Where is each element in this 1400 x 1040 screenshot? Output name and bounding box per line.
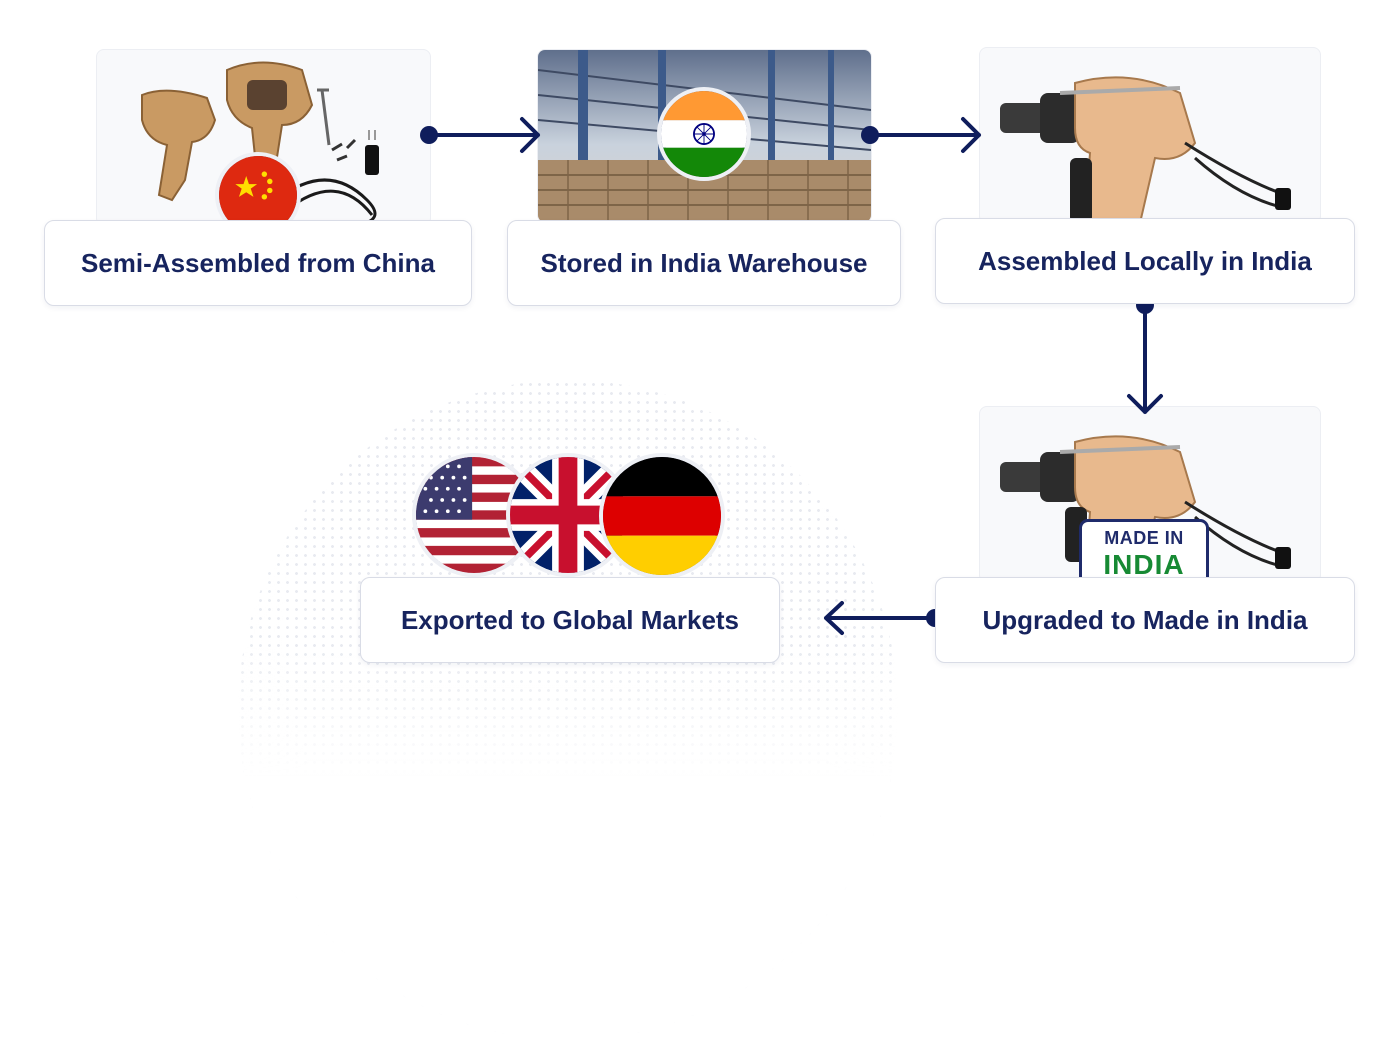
step-label-assembled: Assembled Locally in India bbox=[935, 218, 1355, 304]
germany-flag-icon bbox=[599, 453, 725, 579]
step-label-text: Assembled Locally in India bbox=[978, 245, 1312, 276]
badge-line-1: MADE IN bbox=[1104, 528, 1184, 548]
arrow-upgrade-to-export bbox=[824, 601, 944, 635]
step-label-warehouse: Stored in India Warehouse bbox=[507, 220, 901, 306]
step-label-exported: Exported to Global Markets bbox=[360, 577, 780, 663]
step-label-text: Stored in India Warehouse bbox=[540, 247, 868, 278]
badge-line-2: INDIA bbox=[1103, 549, 1185, 580]
arrow-warehouse-to-assembly bbox=[861, 117, 981, 153]
arrow-china-to-warehouse bbox=[420, 117, 540, 153]
step-label-semi-assembled: Semi-Assembled from China bbox=[44, 220, 472, 306]
india-flag-icon bbox=[657, 87, 751, 181]
drill-image bbox=[979, 47, 1321, 224]
step-label-text: Exported to Global Markets bbox=[400, 604, 740, 635]
step-label-text: Semi-Assembled from China bbox=[81, 247, 435, 278]
step-label-upgraded: Upgraded to Made in India bbox=[935, 577, 1355, 663]
arrow-assembly-to-upgrade bbox=[1127, 296, 1163, 414]
step-label-text: Upgraded to Made in India bbox=[982, 604, 1308, 635]
